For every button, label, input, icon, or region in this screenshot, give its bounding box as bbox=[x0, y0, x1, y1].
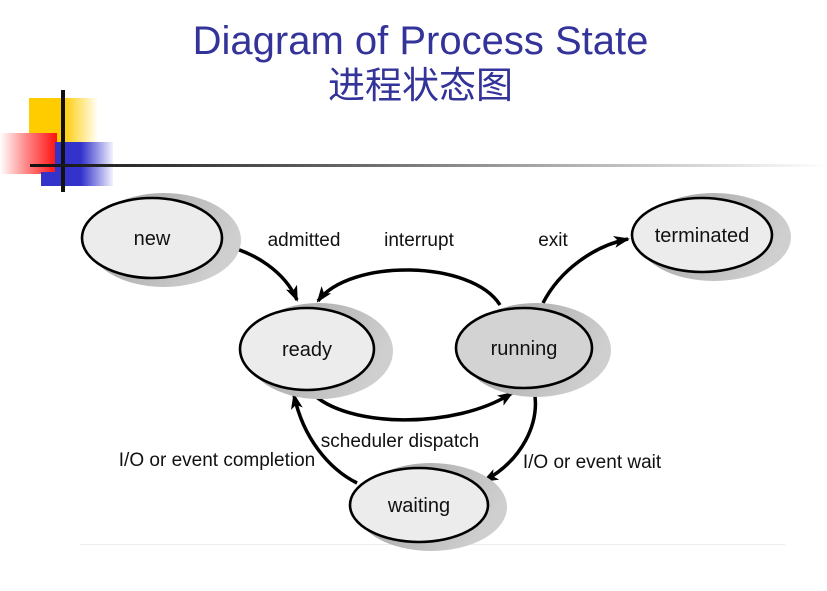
state-waiting-label: waiting bbox=[387, 495, 450, 517]
transition-exit-arrow bbox=[541, 235, 630, 304]
transition-io-completion-label: I/O or event completion bbox=[119, 450, 315, 471]
state-ready-ellipse bbox=[238, 306, 376, 392]
state-new-label: new bbox=[134, 228, 171, 250]
vertical-cross-line bbox=[61, 90, 65, 192]
transition-interrupt-arrow bbox=[316, 268, 502, 306]
red-square bbox=[0, 133, 57, 174]
state-waiting-ellipse bbox=[348, 466, 490, 544]
state-running-label: running bbox=[491, 338, 558, 360]
horizontal-rule bbox=[30, 164, 827, 167]
state-ready-label: ready bbox=[282, 339, 332, 361]
slide-subtitle: 进程状态图 bbox=[328, 66, 513, 107]
transition-scheduler-dispatch-arrow bbox=[309, 390, 514, 422]
state-ready: ready bbox=[238, 303, 393, 399]
transitions bbox=[221, 235, 630, 485]
transition-io-wait-arrow bbox=[482, 388, 537, 483]
title-block: Diagram of Process State 进程状态图 bbox=[14, 20, 827, 107]
state-terminated: terminated bbox=[630, 193, 791, 281]
transition-scheduler-dispatch-label: scheduler dispatch bbox=[321, 431, 479, 452]
state-new-ellipse bbox=[80, 196, 224, 280]
state-terminated-label: terminated bbox=[655, 225, 750, 247]
transition-admitted-label: admitted bbox=[268, 230, 341, 251]
state-running-ellipse bbox=[454, 306, 594, 390]
state-running: running bbox=[454, 303, 611, 397]
transition-io-wait-label: I/O or event wait bbox=[523, 452, 662, 473]
slide-title: Diagram of Process State bbox=[192, 19, 649, 63]
transition-exit-label: exit bbox=[538, 230, 568, 251]
state-waiting: waiting bbox=[348, 463, 507, 551]
state-terminated-ellipse bbox=[630, 196, 774, 274]
transition-interrupt-label: interrupt bbox=[384, 230, 454, 251]
state-new: new bbox=[80, 193, 241, 287]
transition-io-completion-arrow bbox=[291, 393, 358, 485]
transition-labels: admitted interrupt exit scheduler dispat… bbox=[119, 230, 662, 473]
blue-square-notch bbox=[41, 172, 63, 186]
